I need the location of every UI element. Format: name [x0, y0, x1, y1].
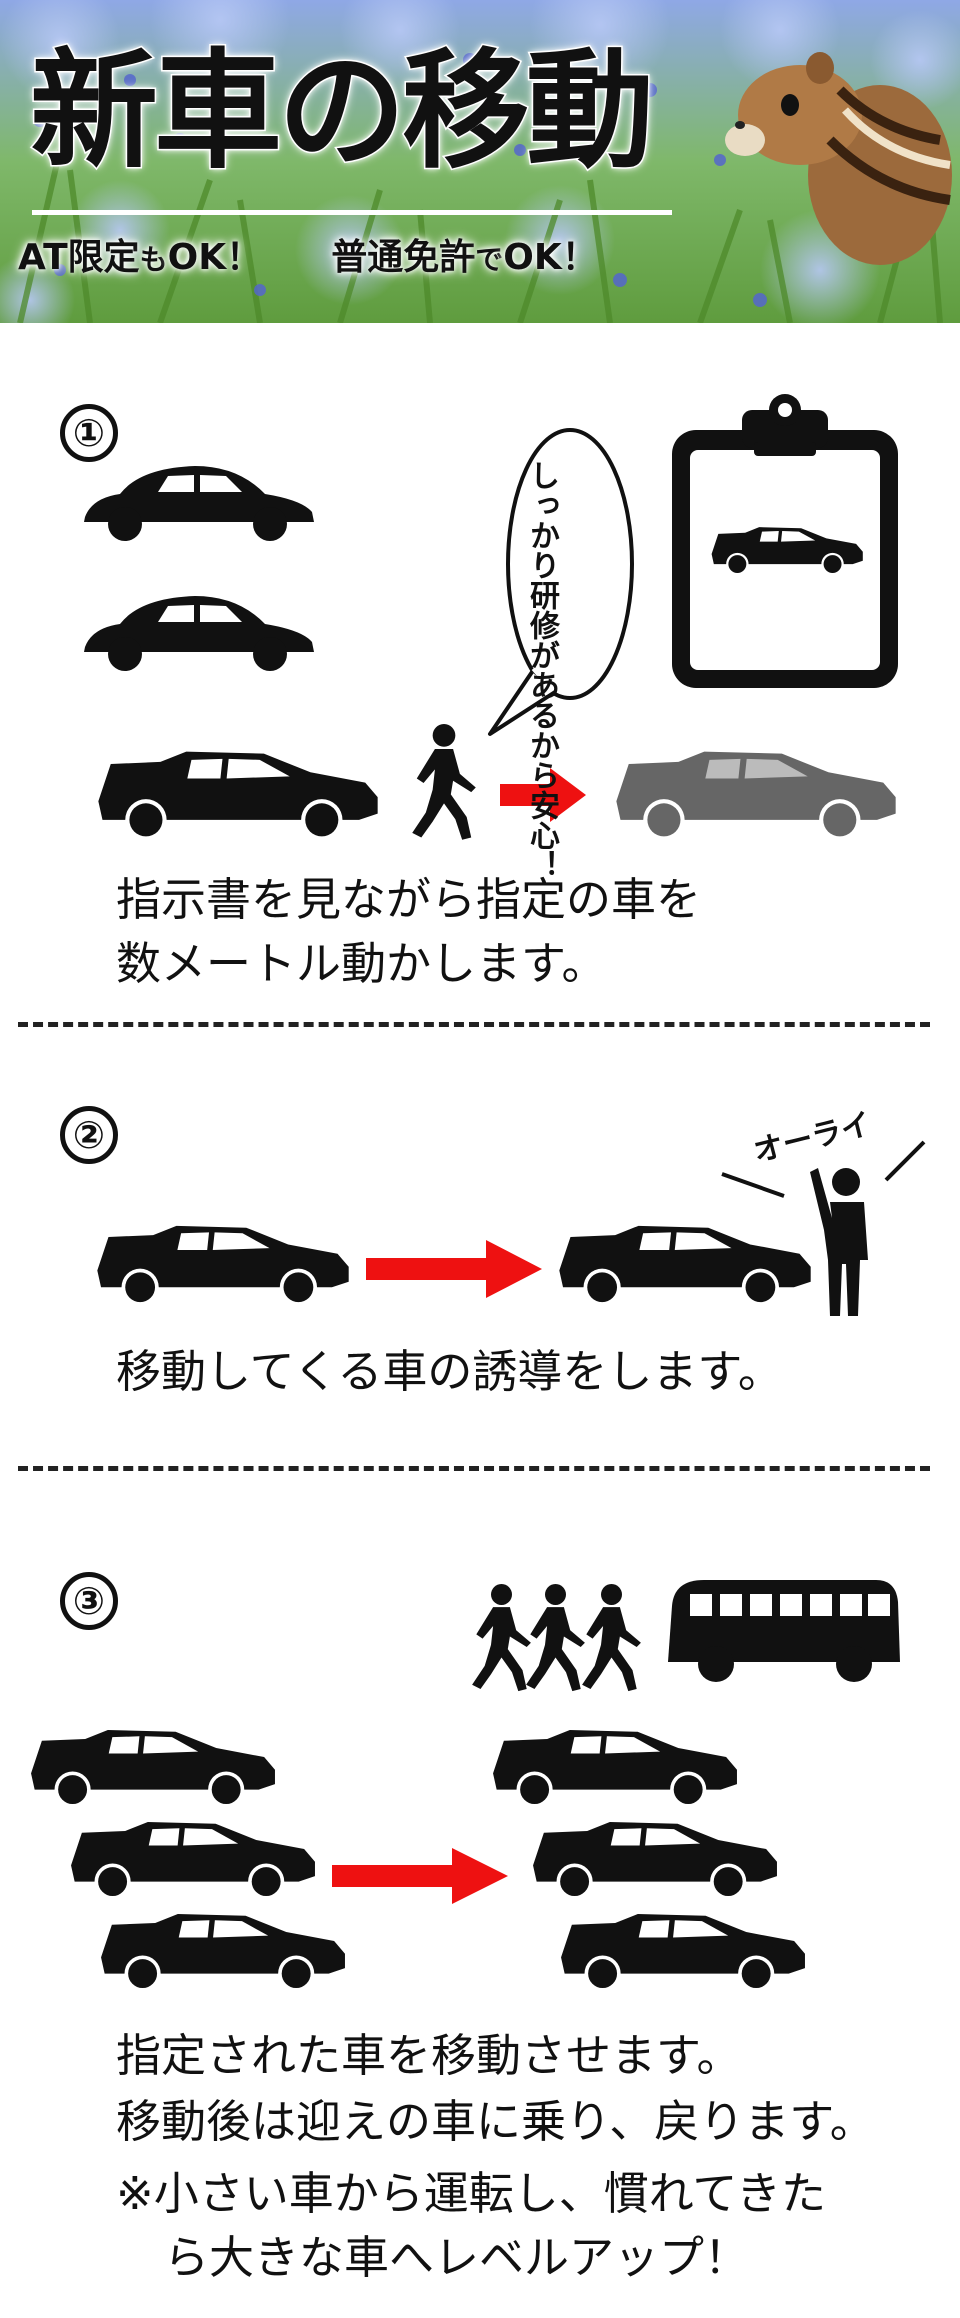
page-title: 新車の移動 — [28, 37, 655, 186]
group-walking-icon — [472, 1584, 641, 1692]
beetle-car-icon — [84, 466, 314, 541]
arrow-right-icon — [366, 1240, 542, 1298]
hatchback-car-icon — [561, 1913, 805, 1989]
hatchback-car-grey-icon — [616, 751, 896, 837]
title-underline — [32, 210, 672, 215]
header-banner: 新車の移動 AT限定もOK！ 普通免許でOK！ — [0, 0, 960, 323]
step-3-note-line-2: ら大きな車へレベルアップ！ — [164, 2231, 750, 2284]
beetle-car-icon — [84, 596, 314, 671]
step-2-number: ② — [60, 1106, 118, 1164]
hatchback-car-icon — [101, 1913, 345, 1989]
bubble-text: しっかり研修があるから安心！ — [524, 460, 559, 880]
step-1-number: ① — [60, 404, 118, 462]
subtitle-ok-1: OK！ — [167, 237, 263, 278]
divider — [18, 1022, 930, 1027]
van-icon — [668, 1580, 900, 1682]
step-3-note-line-1: ※小さい車から運転し、慣れてきた — [116, 2167, 827, 2220]
clipboard-icon — [672, 394, 898, 688]
callout-lines — [721, 1140, 926, 1198]
hatchback-car-icon — [98, 751, 378, 837]
arrow-right-icon — [500, 768, 586, 822]
step-1-description-line-1: 指示書を見ながら指定の車を — [116, 873, 702, 926]
step-3-description-line-1: 指定された車を移動させます。 — [116, 2029, 742, 2082]
step-3-description-line-2: 移動後は迎えの車に乗り、戻ります。 — [116, 2095, 875, 2148]
flower-field-background — [0, 0, 960, 323]
step-1-description-line-2: 数メートル動かします。 — [116, 937, 607, 990]
hatchback-car-icon — [533, 1821, 777, 1897]
hatchback-car-icon — [31, 1729, 275, 1805]
hatchback-car-icon — [559, 1225, 811, 1303]
divider — [18, 1466, 930, 1471]
waving-person-icon — [810, 1168, 868, 1316]
subtitle-ok-2: OK！ — [503, 237, 598, 278]
hatchback-car-icon — [71, 1821, 315, 1897]
chipmunk-image — [725, 52, 952, 265]
subtitle: AT限定もOK！ 普通免許でOK！ — [18, 228, 598, 280]
subtitle-license: 普通免許 — [331, 237, 476, 278]
speech-bubble — [488, 428, 634, 736]
subtitle-at-limited: AT限定 — [18, 237, 140, 278]
hatchback-car-icon — [493, 1729, 737, 1805]
step-3-number: ③ — [60, 1572, 118, 1630]
subtitle-mo: も — [139, 243, 168, 276]
arrow-right-icon — [332, 1848, 508, 1904]
step-2-description-line-1: 移動してくる車の誘導をします。 — [116, 1345, 783, 1398]
hatchback-car-icon — [97, 1225, 349, 1303]
subtitle-de: で — [475, 243, 504, 276]
